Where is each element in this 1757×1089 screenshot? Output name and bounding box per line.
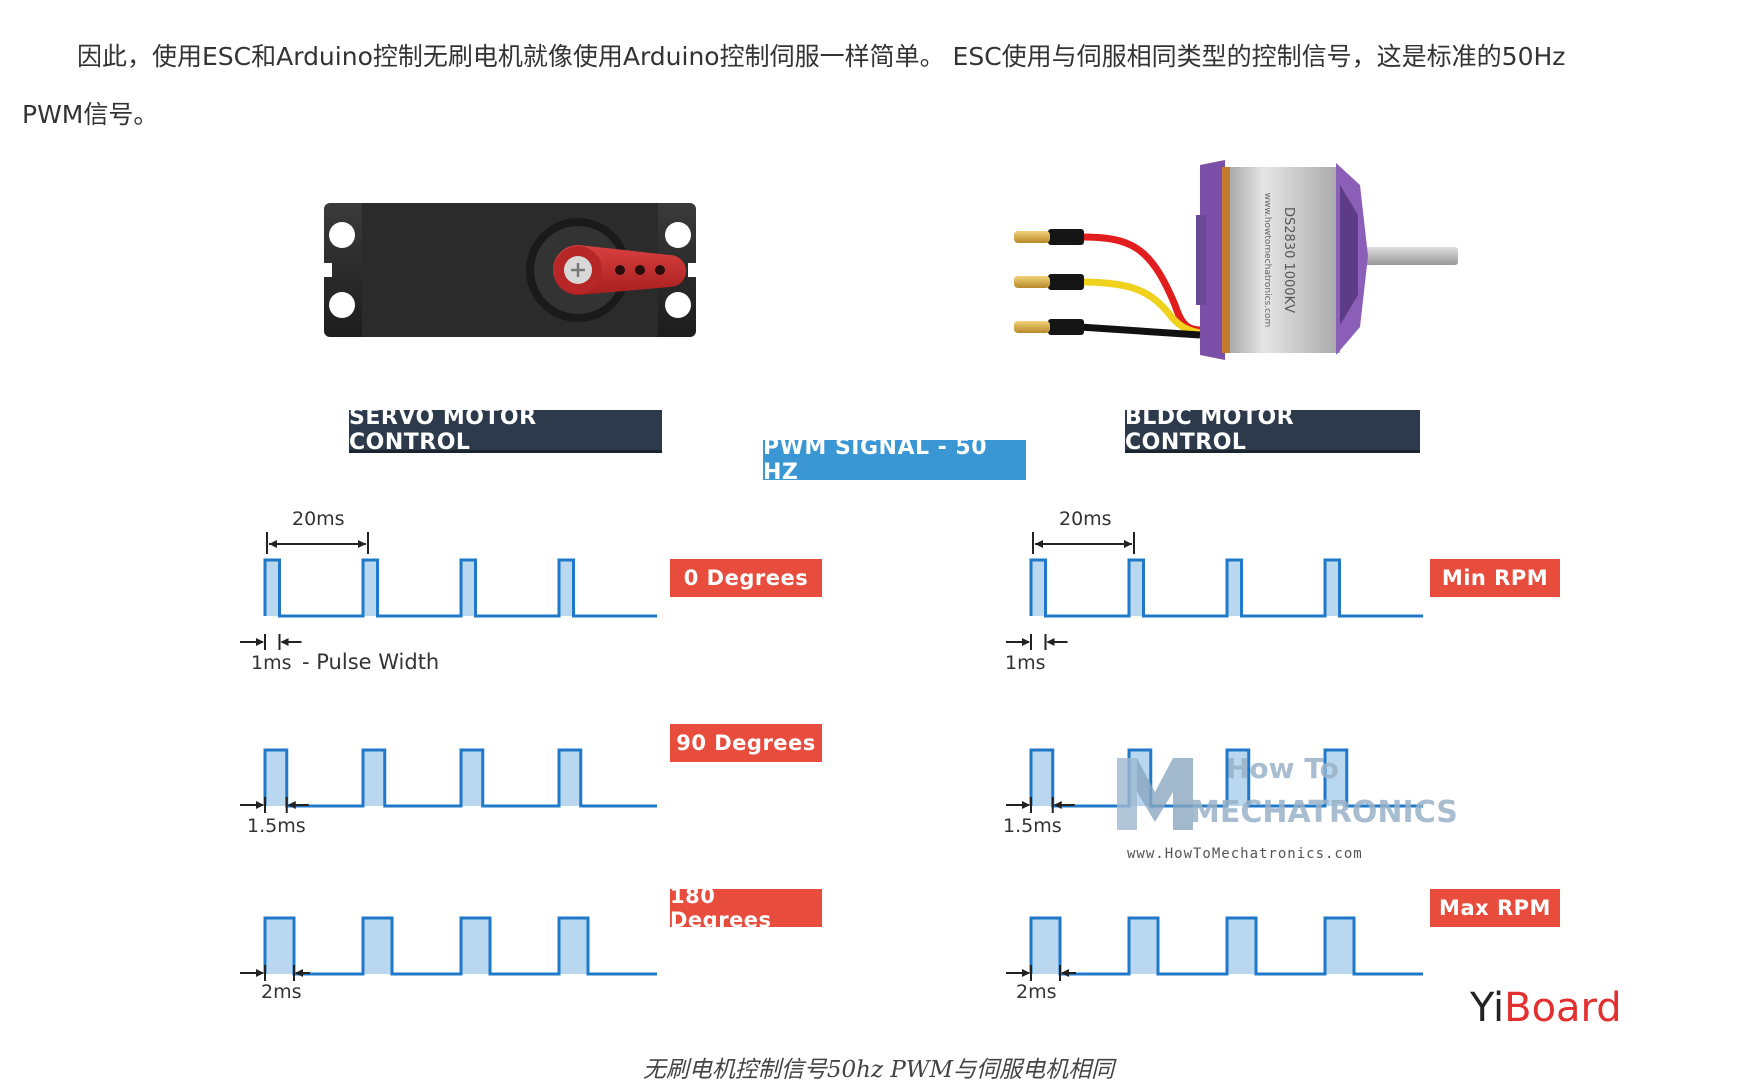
bldc-pulse-marker-max bbox=[1006, 965, 1076, 981]
yiboard-logo-part1: Yi bbox=[1470, 985, 1505, 1031]
pulse-fill bbox=[265, 560, 280, 616]
pulse-arrowhead-left bbox=[1022, 638, 1030, 646]
pulse-fill bbox=[265, 750, 287, 806]
pulse-arrowhead-left bbox=[256, 638, 264, 646]
bldc-motor-illustration: DS2830 1000KV www.howtomechatronics.com bbox=[1014, 160, 1458, 360]
pulse-fill bbox=[559, 918, 588, 974]
bldc-pulse-label-min: 1ms bbox=[1005, 652, 1046, 674]
pulse-fill bbox=[363, 560, 378, 616]
pulse-fill bbox=[559, 560, 574, 616]
pulse-fill bbox=[1325, 560, 1340, 616]
bldc-pulse-label-max: 2ms bbox=[1016, 981, 1057, 1003]
servo-pulse-label-0: 1ms bbox=[251, 652, 292, 674]
pulse-fill bbox=[461, 918, 490, 974]
pulse-fill bbox=[1325, 750, 1347, 806]
pulse-fill bbox=[1129, 560, 1144, 616]
servo-period-label: 20ms bbox=[292, 508, 345, 530]
state-label-90-degrees: 90 Degrees bbox=[670, 724, 822, 762]
servo-period-marker bbox=[266, 532, 369, 554]
watermark-line-1: How To bbox=[1226, 752, 1339, 785]
bldc-pulse-label-mid: 1.5ms bbox=[1003, 815, 1062, 837]
figure-caption: 无刷电机控制信号50hz PWM与伺服电机相同 bbox=[642, 1057, 1115, 1083]
pulse-fill bbox=[1031, 918, 1060, 974]
pulse-arrowhead-left bbox=[256, 969, 264, 977]
pwm-signal-line bbox=[263, 916, 657, 976]
yiboard-logo-part2: Board bbox=[1504, 985, 1622, 1031]
pwm-signal-line bbox=[263, 558, 657, 618]
servo-waveform-90 bbox=[263, 748, 657, 808]
intro-line-2: PWM信号。 bbox=[22, 100, 159, 129]
pulse-fill bbox=[559, 750, 581, 806]
pulse-fill bbox=[1031, 560, 1046, 616]
pulse-fill bbox=[1325, 918, 1354, 974]
pulse-fill bbox=[363, 918, 392, 974]
pulse-fill bbox=[1227, 560, 1242, 616]
yiboard-logo: YiBoard bbox=[1470, 985, 1622, 1031]
intro-line-1: 因此，使用ESC和Arduino控制无刷电机就像使用Arduino控制伺服一样简… bbox=[77, 42, 1566, 71]
servo-pulse-marker-90 bbox=[240, 797, 309, 813]
servo-motor-illustration bbox=[320, 203, 700, 337]
pwm-signal-line bbox=[263, 748, 657, 808]
pulse-fill bbox=[1031, 750, 1053, 806]
pulse-arrowhead-left bbox=[1022, 801, 1030, 809]
pwm-signal-line bbox=[1029, 558, 1423, 618]
pulse-fill bbox=[461, 560, 476, 616]
howtomechatronics-logo bbox=[1117, 758, 1193, 830]
pulse-arrowhead-right bbox=[1046, 638, 1055, 646]
pulse-fill bbox=[265, 918, 294, 974]
state-label-0-degrees: 0 Degrees bbox=[670, 559, 822, 597]
pulse-arrowhead-right bbox=[1053, 801, 1062, 809]
bldc-waveform-max bbox=[1029, 916, 1423, 976]
servo-waveform-180 bbox=[263, 916, 657, 976]
state-label-min-rpm: Min RPM bbox=[1430, 559, 1560, 597]
pulse-fill bbox=[363, 750, 385, 806]
pulse-arrowhead-right bbox=[295, 969, 303, 977]
bldc-motor-control-label: BLDC MOTOR CONTROL bbox=[1125, 405, 1420, 455]
pulse-arrowhead-right bbox=[287, 801, 296, 809]
pwm-signal-line bbox=[1029, 916, 1423, 976]
bldc-pulse-marker-min bbox=[1006, 634, 1068, 650]
state-label-180-degrees: 180 Degrees bbox=[670, 884, 822, 932]
motor-site-text: www.howtomechatronics.com bbox=[1262, 193, 1272, 328]
bldc-pulse-marker-mid bbox=[1006, 797, 1075, 813]
pwm-signal-label: PWM SIGNAL - 50 HZ bbox=[763, 435, 1026, 485]
servo-pulse-label-90: 1.5ms bbox=[247, 815, 306, 837]
watermark-line-2: MECHATRONICS bbox=[1190, 795, 1458, 830]
pwm-signal-line bbox=[1029, 748, 1423, 808]
motor-model-text: DS2830 1000KV bbox=[1281, 207, 1296, 313]
bldc-waveform-min bbox=[1029, 558, 1423, 618]
pulse-fill bbox=[1129, 918, 1158, 974]
servo-pulse-marker-0 bbox=[240, 634, 302, 650]
state-label-max-rpm: Max RPM bbox=[1430, 889, 1560, 927]
pulse-width-label: - Pulse Width bbox=[302, 650, 440, 674]
pulse-fill bbox=[1227, 918, 1256, 974]
servo-waveform-0 bbox=[263, 558, 657, 618]
intro-paragraph: 因此，使用ESC和Arduino控制无刷电机就像使用Arduino控制伺服一样简… bbox=[22, 28, 1722, 144]
pulse-arrowhead-left bbox=[256, 801, 264, 809]
pulse-arrowhead-right bbox=[1061, 969, 1069, 977]
servo-motor-control-label: SERVO MOTOR CONTROL bbox=[349, 405, 662, 455]
bldc-period-label: 20ms bbox=[1059, 508, 1112, 530]
servo-pulse-label-180: 2ms bbox=[261, 981, 302, 1003]
pulse-fill bbox=[1227, 750, 1249, 806]
pulse-arrowhead-right bbox=[280, 638, 289, 646]
pulse-fill bbox=[461, 750, 483, 806]
pulse-arrowhead-left bbox=[1022, 969, 1030, 977]
watermark-url: www.HowToMechatronics.com bbox=[1127, 846, 1363, 862]
bldc-period-marker bbox=[1032, 532, 1135, 554]
servo-pulse-marker-180 bbox=[240, 965, 310, 981]
